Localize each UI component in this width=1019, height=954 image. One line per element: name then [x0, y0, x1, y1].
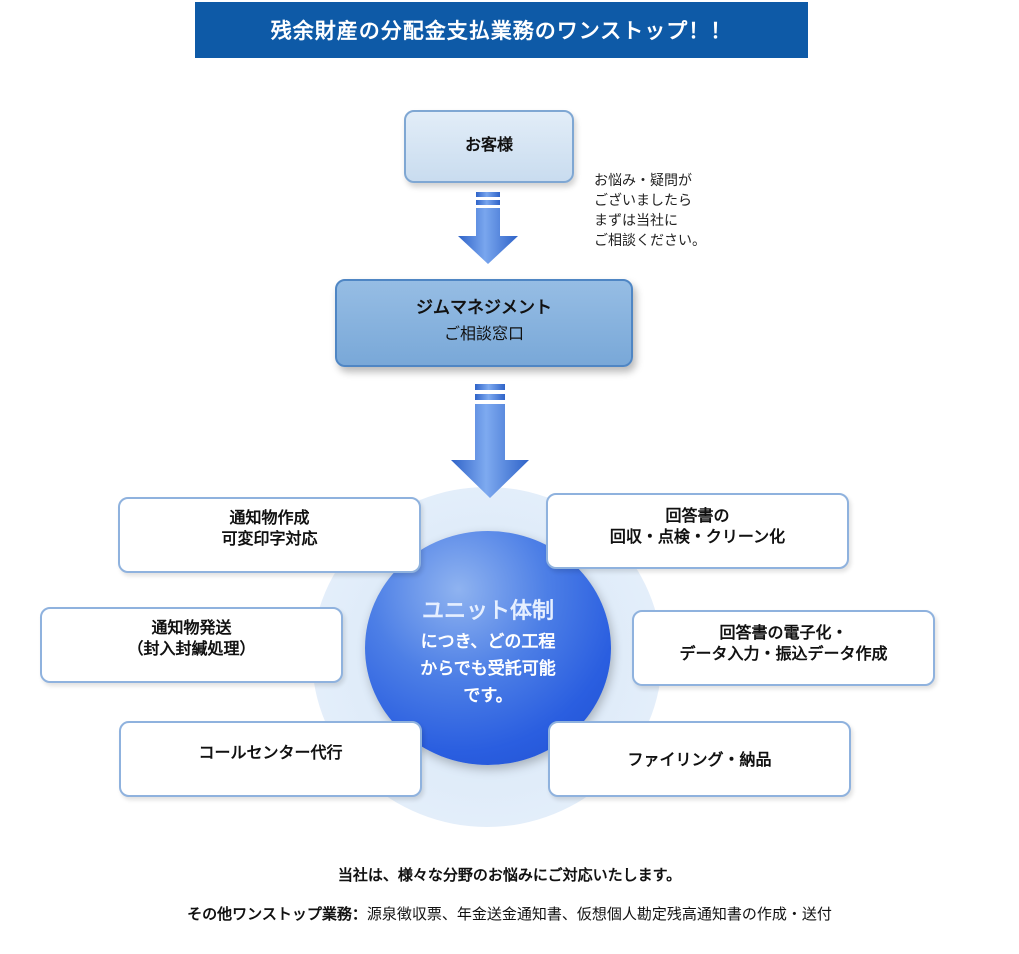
- service-line: ファイリング・納品: [627, 749, 772, 769]
- service-line: 回収・点検・クリーン化: [609, 527, 786, 546]
- service-line: データ入力・振込データ作成: [679, 644, 888, 663]
- page-title: 残余財産の分配金支払業務のワンストップ！！: [195, 2, 808, 58]
- gym-management-node: ジムマネジメント ご相談窓口: [335, 279, 633, 367]
- service-line: コールセンター代行: [198, 742, 343, 762]
- unit-system-line: につき、どの工程: [420, 631, 556, 652]
- footer-main-text: 当社は、様々な分野のお悩みにご対応いたします。: [337, 866, 682, 884]
- customer-label: お客様: [464, 134, 513, 154]
- service-line: 回答書の電子化・: [719, 623, 848, 642]
- service-line: 通知物作成: [229, 508, 310, 527]
- customer-note-line: ご相談ください。: [594, 233, 706, 249]
- customer-note-line: お悩み・疑問が: [594, 173, 692, 189]
- service-line: （封入封緘処理）: [127, 639, 256, 658]
- gym-subtitle: ご相談窓口: [443, 323, 524, 343]
- service-box-notice-sending: 通知物発送 （封入封緘処理）: [40, 607, 343, 683]
- service-line: 可変印字対応: [221, 529, 318, 548]
- footer-other-label: その他ワンストップ業務：: [187, 905, 367, 923]
- service-box-filing-delivery: ファイリング・納品: [548, 721, 851, 797]
- unit-system-line: です。: [463, 685, 513, 706]
- customer-note-line: まずは当社に: [594, 213, 678, 229]
- unit-system-title: ユニット体制: [421, 598, 554, 624]
- service-line: 通知物発送: [151, 618, 232, 637]
- service-box-notice-creation: 通知物作成 可変印字対応: [118, 497, 421, 573]
- service-box-digitization: 回答書の電子化・ データ入力・振込データ作成: [632, 610, 935, 686]
- service-box-call-center: コールセンター代行: [119, 721, 422, 797]
- service-line: 回答書の: [665, 506, 730, 525]
- footer-other-services: その他ワンストップ業務：源泉徴収票、年金送金通知書、仮想個人勘定残高通知書の作成…: [0, 903, 1019, 924]
- gym-title: ジムマネジメント: [416, 297, 552, 318]
- service-box-response-collection: 回答書の 回収・点検・クリーン化: [546, 493, 849, 569]
- footer-other-text: 源泉徴収票、年金送金通知書、仮想個人勘定残高通知書の作成・送付: [366, 905, 832, 923]
- customer-note: お悩み・疑問が ございましたら まずは当社に ご相談ください。: [594, 171, 744, 251]
- customer-node: お客様: [404, 110, 574, 183]
- arrow-down-large-icon: [451, 384, 529, 498]
- customer-note-line: ございましたら: [594, 193, 692, 209]
- arrow-down-icon: [458, 192, 518, 264]
- unit-system-line: からでも受託可能: [420, 658, 556, 679]
